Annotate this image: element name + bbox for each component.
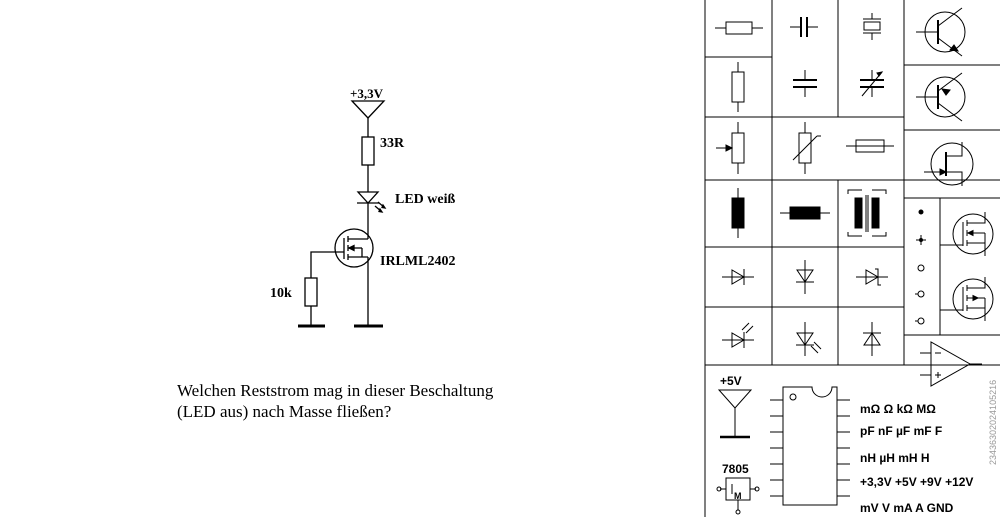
supply-5v-icon[interactable]	[717, 389, 753, 422]
junction-dot-icon[interactable]	[918, 209, 924, 215]
unit-row-resistance[interactable]: mΩ Ω kΩ MΩ	[860, 402, 936, 416]
resistor-vertical-icon[interactable]	[731, 62, 745, 112]
potentiometer-icon[interactable]	[716, 122, 745, 174]
transformer-icon[interactable]	[847, 189, 887, 237]
led-horizontal-icon[interactable]	[722, 322, 754, 348]
inductor-vertical-icon[interactable]	[731, 188, 745, 238]
main-schematic	[298, 100, 387, 328]
pnp-transistor-icon[interactable]	[916, 72, 966, 122]
resistor-horizontal-icon[interactable]	[715, 21, 763, 35]
p-mosfet-icon[interactable]	[940, 277, 994, 321]
supply-label: +3,3V	[350, 86, 384, 101]
jfet-icon[interactable]	[924, 142, 974, 186]
mosfet-symbol	[334, 228, 374, 268]
crossing-junction-icon[interactable]	[916, 235, 926, 245]
capacitor-vertical-icon[interactable]	[793, 70, 817, 97]
capacitor-horizontal-icon[interactable]	[790, 17, 818, 37]
resistor-33r	[361, 136, 375, 166]
variable-resistor-icon[interactable]	[792, 122, 821, 174]
diode-up-icon[interactable]	[863, 322, 881, 356]
variable-capacitor-icon[interactable]	[860, 70, 884, 97]
regulator-pin-label: M	[734, 491, 742, 501]
op-amp-icon[interactable]	[920, 341, 982, 387]
resistor-10k-label: 10k	[270, 286, 292, 301]
mosfet-label: IRLML2402	[380, 254, 456, 269]
led-symbol	[356, 191, 387, 213]
question-line-1: Welchen Reststrom mag in dieser Beschalt…	[177, 381, 494, 400]
question-line-2: (LED aus) nach Masse fließen?	[177, 402, 392, 421]
regulator-icon[interactable]	[716, 477, 760, 515]
zener-diode-icon[interactable]	[856, 268, 888, 286]
crystal-icon[interactable]	[863, 13, 881, 40]
resistor-10k	[304, 277, 318, 307]
n-mosfet-icon[interactable]	[940, 212, 994, 256]
fuse-icon[interactable]	[846, 139, 894, 153]
led-vertical-icon[interactable]	[796, 322, 822, 356]
resistor-33r-label: 33R	[380, 136, 405, 151]
unit-row-capacitance[interactable]: pF nF µF mF F	[860, 424, 943, 438]
unit-row-misc[interactable]: mV V mA A GND	[860, 501, 954, 515]
symbol-palette	[704, 0, 1000, 517]
diode-vertical-icon[interactable]	[796, 260, 814, 294]
terminal-2-icon[interactable]	[915, 290, 925, 298]
terminal-3-icon[interactable]	[915, 317, 925, 325]
regulator-label: 7805	[722, 462, 749, 476]
led-label: LED weiß	[395, 192, 456, 207]
diode-horizontal-icon[interactable]	[722, 269, 754, 285]
supply-symbol	[350, 100, 386, 119]
ground-icon[interactable]	[720, 422, 750, 439]
dip-ic-icon[interactable]	[770, 386, 850, 506]
inductor-horizontal-icon[interactable]	[780, 206, 830, 220]
unit-row-inductance[interactable]: nH µH mH H	[860, 451, 930, 465]
npn-transistor-icon[interactable]	[916, 7, 966, 57]
terminal-1-icon[interactable]	[917, 264, 925, 272]
unit-row-voltages[interactable]: +3,3V +5V +9V +12V	[860, 475, 974, 489]
watermark: 23436302024105216	[988, 379, 998, 465]
supply-5v-label: +5V	[720, 374, 742, 388]
